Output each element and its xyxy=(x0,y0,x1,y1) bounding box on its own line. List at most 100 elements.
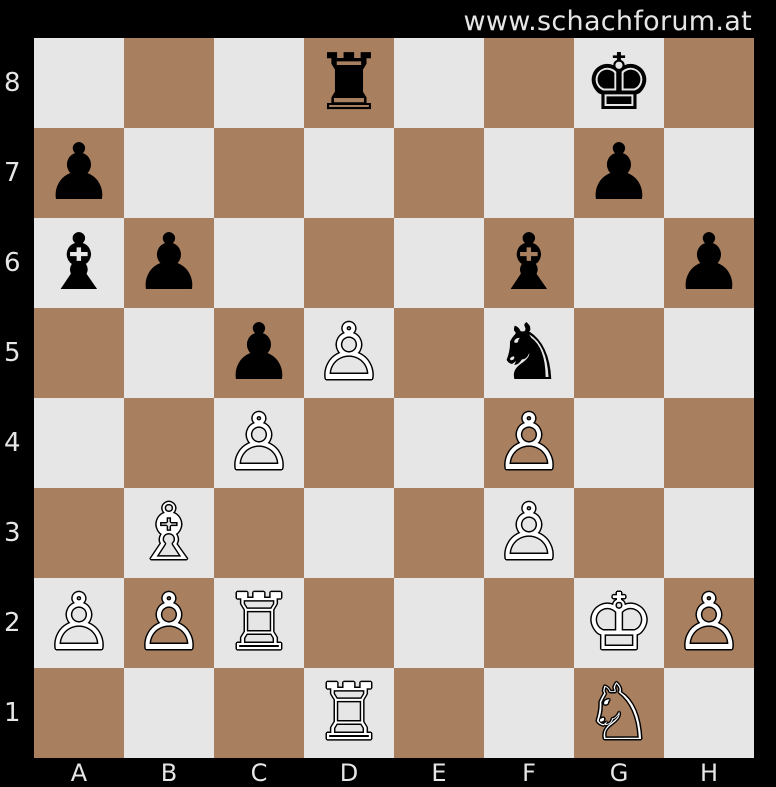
square-b1[interactable] xyxy=(124,668,214,758)
square-h5[interactable] xyxy=(664,308,754,398)
square-a8[interactable] xyxy=(34,38,124,128)
square-g4[interactable] xyxy=(574,398,664,488)
square-d6[interactable] xyxy=(304,218,394,308)
square-e7[interactable] xyxy=(394,128,484,218)
square-h7[interactable] xyxy=(664,128,754,218)
square-c6[interactable] xyxy=(214,218,304,308)
square-c1[interactable] xyxy=(214,668,304,758)
square-d1[interactable]: ♖ xyxy=(304,668,394,758)
square-e4[interactable] xyxy=(394,398,484,488)
square-c2[interactable]: ♖ xyxy=(214,578,304,668)
square-h3[interactable] xyxy=(664,488,754,578)
white-pawn-a2[interactable]: ♙ xyxy=(34,578,124,668)
square-e2[interactable] xyxy=(394,578,484,668)
file-label-e: E xyxy=(394,760,484,786)
square-c3[interactable] xyxy=(214,488,304,578)
square-h1[interactable] xyxy=(664,668,754,758)
white-pawn-c4[interactable]: ♙ xyxy=(214,398,304,488)
black-knight-f5[interactable]: ♞ xyxy=(484,308,574,398)
black-king-g8[interactable]: ♚ xyxy=(574,38,664,128)
square-f3[interactable]: ♙ xyxy=(484,488,574,578)
black-pawn-h6[interactable]: ♟ xyxy=(664,218,754,308)
white-pawn-f4[interactable]: ♙ xyxy=(484,398,574,488)
rank-label-3: 3 xyxy=(4,520,32,546)
square-c7[interactable] xyxy=(214,128,304,218)
square-e6[interactable] xyxy=(394,218,484,308)
file-label-h: H xyxy=(664,760,754,786)
file-label-a: A xyxy=(34,760,124,786)
square-d8[interactable]: ♜ xyxy=(304,38,394,128)
white-rook-c2[interactable]: ♖ xyxy=(214,578,304,668)
square-b3[interactable]: ♗ xyxy=(124,488,214,578)
square-f2[interactable] xyxy=(484,578,574,668)
square-e1[interactable] xyxy=(394,668,484,758)
square-a5[interactable] xyxy=(34,308,124,398)
square-b2[interactable]: ♙ xyxy=(124,578,214,668)
square-d4[interactable] xyxy=(304,398,394,488)
rank-label-5: 5 xyxy=(4,340,32,366)
square-d7[interactable] xyxy=(304,128,394,218)
square-f7[interactable] xyxy=(484,128,574,218)
square-h4[interactable] xyxy=(664,398,754,488)
black-pawn-b6[interactable]: ♟ xyxy=(124,218,214,308)
black-bishop-f6[interactable]: ♝ xyxy=(484,218,574,308)
white-pawn-d5[interactable]: ♙ xyxy=(304,308,394,398)
square-f6[interactable]: ♝ xyxy=(484,218,574,308)
square-f1[interactable] xyxy=(484,668,574,758)
rank-label-8: 8 xyxy=(4,70,32,96)
square-f5[interactable]: ♞ xyxy=(484,308,574,398)
square-g7[interactable]: ♟ xyxy=(574,128,664,218)
square-c8[interactable] xyxy=(214,38,304,128)
square-g2[interactable]: ♔ xyxy=(574,578,664,668)
square-a7[interactable]: ♟ xyxy=(34,128,124,218)
rank-label-7: 7 xyxy=(4,160,32,186)
square-a6[interactable]: ♝ xyxy=(34,218,124,308)
square-a3[interactable] xyxy=(34,488,124,578)
white-knight-g1[interactable]: ♘ xyxy=(574,668,664,758)
square-g8[interactable]: ♚ xyxy=(574,38,664,128)
white-pawn-b2[interactable]: ♙ xyxy=(124,578,214,668)
square-b7[interactable] xyxy=(124,128,214,218)
rank-label-6: 6 xyxy=(4,250,32,276)
black-bishop-a6[interactable]: ♝ xyxy=(34,218,124,308)
square-h2[interactable]: ♙ xyxy=(664,578,754,668)
black-pawn-g7[interactable]: ♟ xyxy=(574,128,664,218)
white-pawn-h2[interactable]: ♙ xyxy=(664,578,754,668)
black-pawn-c5[interactable]: ♟ xyxy=(214,308,304,398)
square-b5[interactable] xyxy=(124,308,214,398)
white-rook-d1[interactable]: ♖ xyxy=(304,668,394,758)
square-f8[interactable] xyxy=(484,38,574,128)
square-a2[interactable]: ♙ xyxy=(34,578,124,668)
square-e3[interactable] xyxy=(394,488,484,578)
square-c5[interactable]: ♟ xyxy=(214,308,304,398)
file-label-b: B xyxy=(124,760,214,786)
square-h8[interactable] xyxy=(664,38,754,128)
square-b4[interactable] xyxy=(124,398,214,488)
square-f4[interactable]: ♙ xyxy=(484,398,574,488)
rank-label-1: 1 xyxy=(4,700,32,726)
square-g3[interactable] xyxy=(574,488,664,578)
black-rook-d8[interactable]: ♜ xyxy=(304,38,394,128)
white-pawn-f3[interactable]: ♙ xyxy=(484,488,574,578)
square-a1[interactable] xyxy=(34,668,124,758)
square-h6[interactable]: ♟ xyxy=(664,218,754,308)
square-g1[interactable]: ♘ xyxy=(574,668,664,758)
file-label-g: G xyxy=(574,760,664,786)
square-d5[interactable]: ♙ xyxy=(304,308,394,398)
square-g6[interactable] xyxy=(574,218,664,308)
square-g5[interactable] xyxy=(574,308,664,398)
white-king-g2[interactable]: ♔ xyxy=(574,578,664,668)
square-c4[interactable]: ♙ xyxy=(214,398,304,488)
rank-label-2: 2 xyxy=(4,610,32,636)
site-watermark: www.schachforum.at xyxy=(463,6,752,38)
square-d2[interactable] xyxy=(304,578,394,668)
square-d3[interactable] xyxy=(304,488,394,578)
white-bishop-b3[interactable]: ♗ xyxy=(124,488,214,578)
file-label-f: F xyxy=(484,760,574,786)
square-a4[interactable] xyxy=(34,398,124,488)
square-b8[interactable] xyxy=(124,38,214,128)
square-e5[interactable] xyxy=(394,308,484,398)
black-pawn-a7[interactable]: ♟ xyxy=(34,128,124,218)
square-b6[interactable]: ♟ xyxy=(124,218,214,308)
square-e8[interactable] xyxy=(394,38,484,128)
